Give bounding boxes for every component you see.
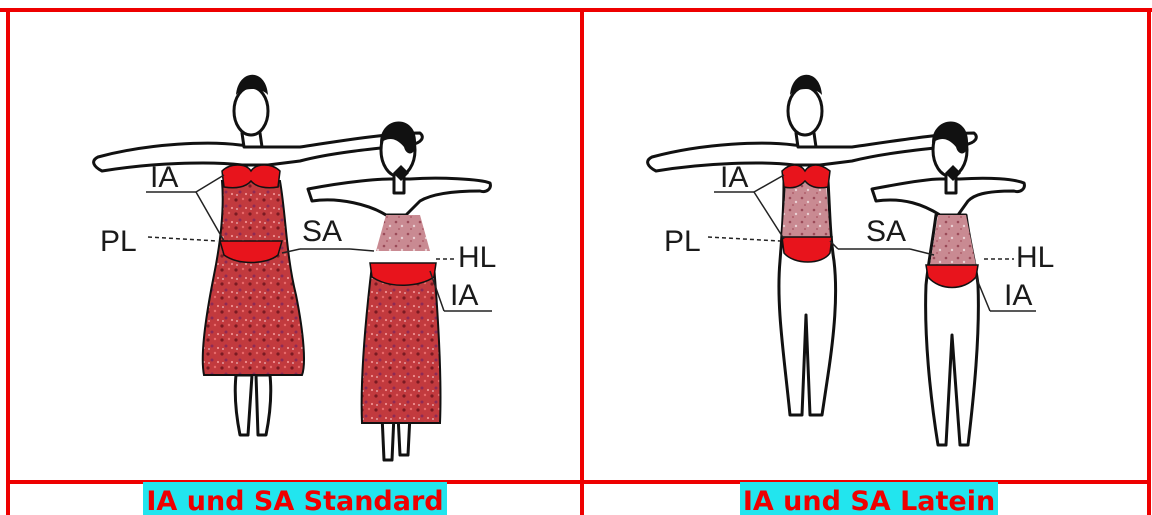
label-ia-top: IA [720, 161, 748, 194]
caption-standard: IA und SA Standard [143, 482, 446, 515]
label-pl: PL [100, 225, 137, 258]
label-pl: PL [664, 225, 701, 258]
label-ia-top: IA [150, 161, 178, 194]
diagram-panel-latein: IA PL SA HL IA [584, 15, 1152, 480]
caption-latein-cell: IA und SA Latein [584, 482, 1152, 515]
label-sa: SA [302, 215, 342, 248]
label-sa: SA [866, 215, 906, 248]
caption-standard-cell: IA und SA Standard [10, 482, 580, 515]
table-border-top [0, 8, 1152, 12]
label-ia-bottom: IA [450, 279, 478, 312]
label-ia-bottom: IA [1004, 279, 1032, 312]
label-hl: HL [458, 241, 496, 274]
latein-costume-figure: IA PL SA HL IA [584, 15, 1152, 480]
caption-latein: IA und SA Latein [740, 482, 998, 515]
diagram-panel-standard: IA PL SA HL IA [10, 15, 580, 480]
standard-costume-figure: IA PL SA HL IA [10, 15, 580, 480]
label-hl: HL [1016, 241, 1054, 274]
